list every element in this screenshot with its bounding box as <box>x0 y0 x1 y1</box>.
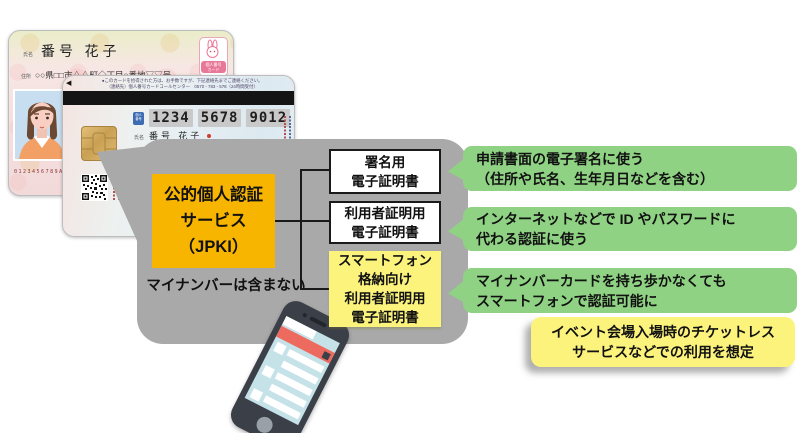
phone-camera-dot <box>302 312 308 318</box>
screen-checkbox <box>249 388 264 402</box>
callout-line: イベント会場入場時のチケットレス <box>551 324 775 340</box>
callout-line: 代わる認証に使う <box>476 231 588 247</box>
micro-text <box>118 174 120 200</box>
certificate-box-user-auth: 利用者証明用 電子証明書 <box>329 201 441 244</box>
cert-line: 電子証明書 <box>351 173 419 189</box>
callout-line: 申請書面の電子署名に使う <box>476 150 644 167</box>
callout-line: （住所や氏名、生年月日などを含む） <box>476 170 714 187</box>
screen-checkbox <box>273 341 287 356</box>
card-serial-number: 0123456789ABCDEF <box>14 169 87 175</box>
digit-group: 9012 <box>246 109 291 127</box>
card-holder-name: 番号 花子 <box>149 131 203 141</box>
certificate-box-signature: 署名用 電子証明書 <box>329 149 441 194</box>
cert-line: 格納向け <box>358 272 412 287</box>
jpki-note: マイナンバーは含まない <box>146 278 306 294</box>
callout-user-auth: インターネットなどで ID やパスワードに 代わる認証に使う <box>448 207 797 251</box>
mynumber-badge: 個人番号 <box>133 111 144 125</box>
micro-text <box>113 174 115 200</box>
digit-group: 5678 <box>197 109 242 127</box>
callout-line: マイナンバーカードを持ち歩かなくても <box>476 272 727 289</box>
mynumber-digits-row: 個人番号 1234 5678 9012 <box>133 109 291 127</box>
back-name-row: 氏名 番号 花子 <box>134 129 212 142</box>
name-label: 氏名 <box>23 52 34 58</box>
name-label: 氏名 <box>134 135 145 141</box>
connector-branch-2 <box>300 220 331 222</box>
cert-line: 利用者証明用 <box>344 205 426 221</box>
connector-jpki <box>275 220 302 222</box>
cert-line: 電子証明書 <box>351 310 419 325</box>
jpki-line: 公的個人認証 <box>164 186 263 204</box>
micro-text <box>284 116 286 156</box>
qr-code-icon <box>81 174 108 201</box>
screen-checkbox <box>261 364 275 379</box>
left-arrow-icon: ◀ <box>66 80 72 88</box>
callout-smartphone: マイナンバーカードを持ち歩かなくても スマートフォンで認証可能に <box>448 268 797 313</box>
callout-ticketless: イベント会場入場時のチケットレス サービスなどでの利用を想定 <box>531 317 795 367</box>
cert-line: 電子証明書 <box>351 224 419 240</box>
cert-line: 利用者証明用 <box>344 291 426 306</box>
certificate-box-smartphone: スマートフォン 格納向け 利用者証明用 電子証明書 <box>329 251 441 327</box>
front-name-row: 氏名 番号 花子 <box>23 41 121 61</box>
lost-card-notice: ◀ ●このカードを拾得された方は、お手数ですが、下記連絡先までご連絡ください。 … <box>66 78 291 89</box>
callout-line: インターネットなどで ID やパスワードに <box>476 211 736 227</box>
callout-line: サービスなどでの利用を想定 <box>572 344 754 360</box>
badge-label: 個人番号 カード <box>201 61 226 73</box>
digit-group: 1234 <box>149 109 193 127</box>
connector-branch-3 <box>300 288 331 290</box>
cert-line: 署名用 <box>364 154 406 170</box>
portrait-photo <box>13 89 71 161</box>
callout-line: スマートフォンで認証可能に <box>476 292 658 309</box>
magnetic-stripe <box>63 91 294 105</box>
address-label: 住所 <box>21 74 32 80</box>
phone-home-button <box>253 414 276 433</box>
ic-chip-icon <box>81 126 117 161</box>
red-dot <box>207 133 212 138</box>
connector-branch-1 <box>300 169 331 171</box>
jpki-box: 公的個人認証 サービス （JPKI） <box>152 174 275 268</box>
lost-notice-text: ●このカードを拾得された方は、お手数ですが、下記連絡先までご連絡ください。 （連… <box>101 78 263 89</box>
micro-text <box>289 116 291 156</box>
cert-line: スマートフォン <box>337 253 433 268</box>
rabbit-icon <box>206 39 219 58</box>
connector-trunk <box>300 169 302 290</box>
jpki-line: （JPKI） <box>178 238 249 256</box>
jpki-line: サービス <box>180 212 247 230</box>
mascot-badge: 個人番号 カード <box>199 37 228 77</box>
phone-speaker <box>309 316 328 328</box>
woman-illustration <box>15 91 69 159</box>
callout-signature: 申請書面の電子署名に使う （住所や氏名、生年月日などを含む） <box>448 146 797 191</box>
card-holder-name: 番号 花子 <box>41 45 121 60</box>
